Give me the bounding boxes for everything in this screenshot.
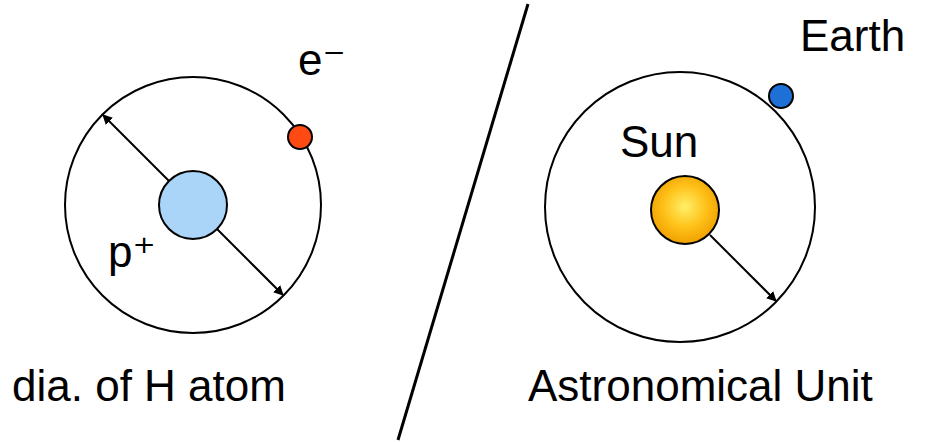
diameter-arrow (103, 115, 283, 295)
body-label: Earth (800, 12, 905, 60)
electron (288, 125, 312, 149)
orbit-circle (65, 77, 321, 333)
caption-label: Astronomical Unit (528, 362, 873, 410)
caption-label: dia. of H atom (12, 362, 286, 410)
orbit-circle (545, 72, 815, 342)
particle-label: p⁺ (108, 228, 156, 276)
sun (651, 176, 719, 244)
earth (769, 84, 793, 108)
radius-arrow (710, 235, 776, 301)
divider-line (398, 4, 528, 440)
body-label: Sun (620, 118, 698, 166)
proton (159, 171, 227, 239)
particle-label: e⁻ (298, 36, 346, 84)
